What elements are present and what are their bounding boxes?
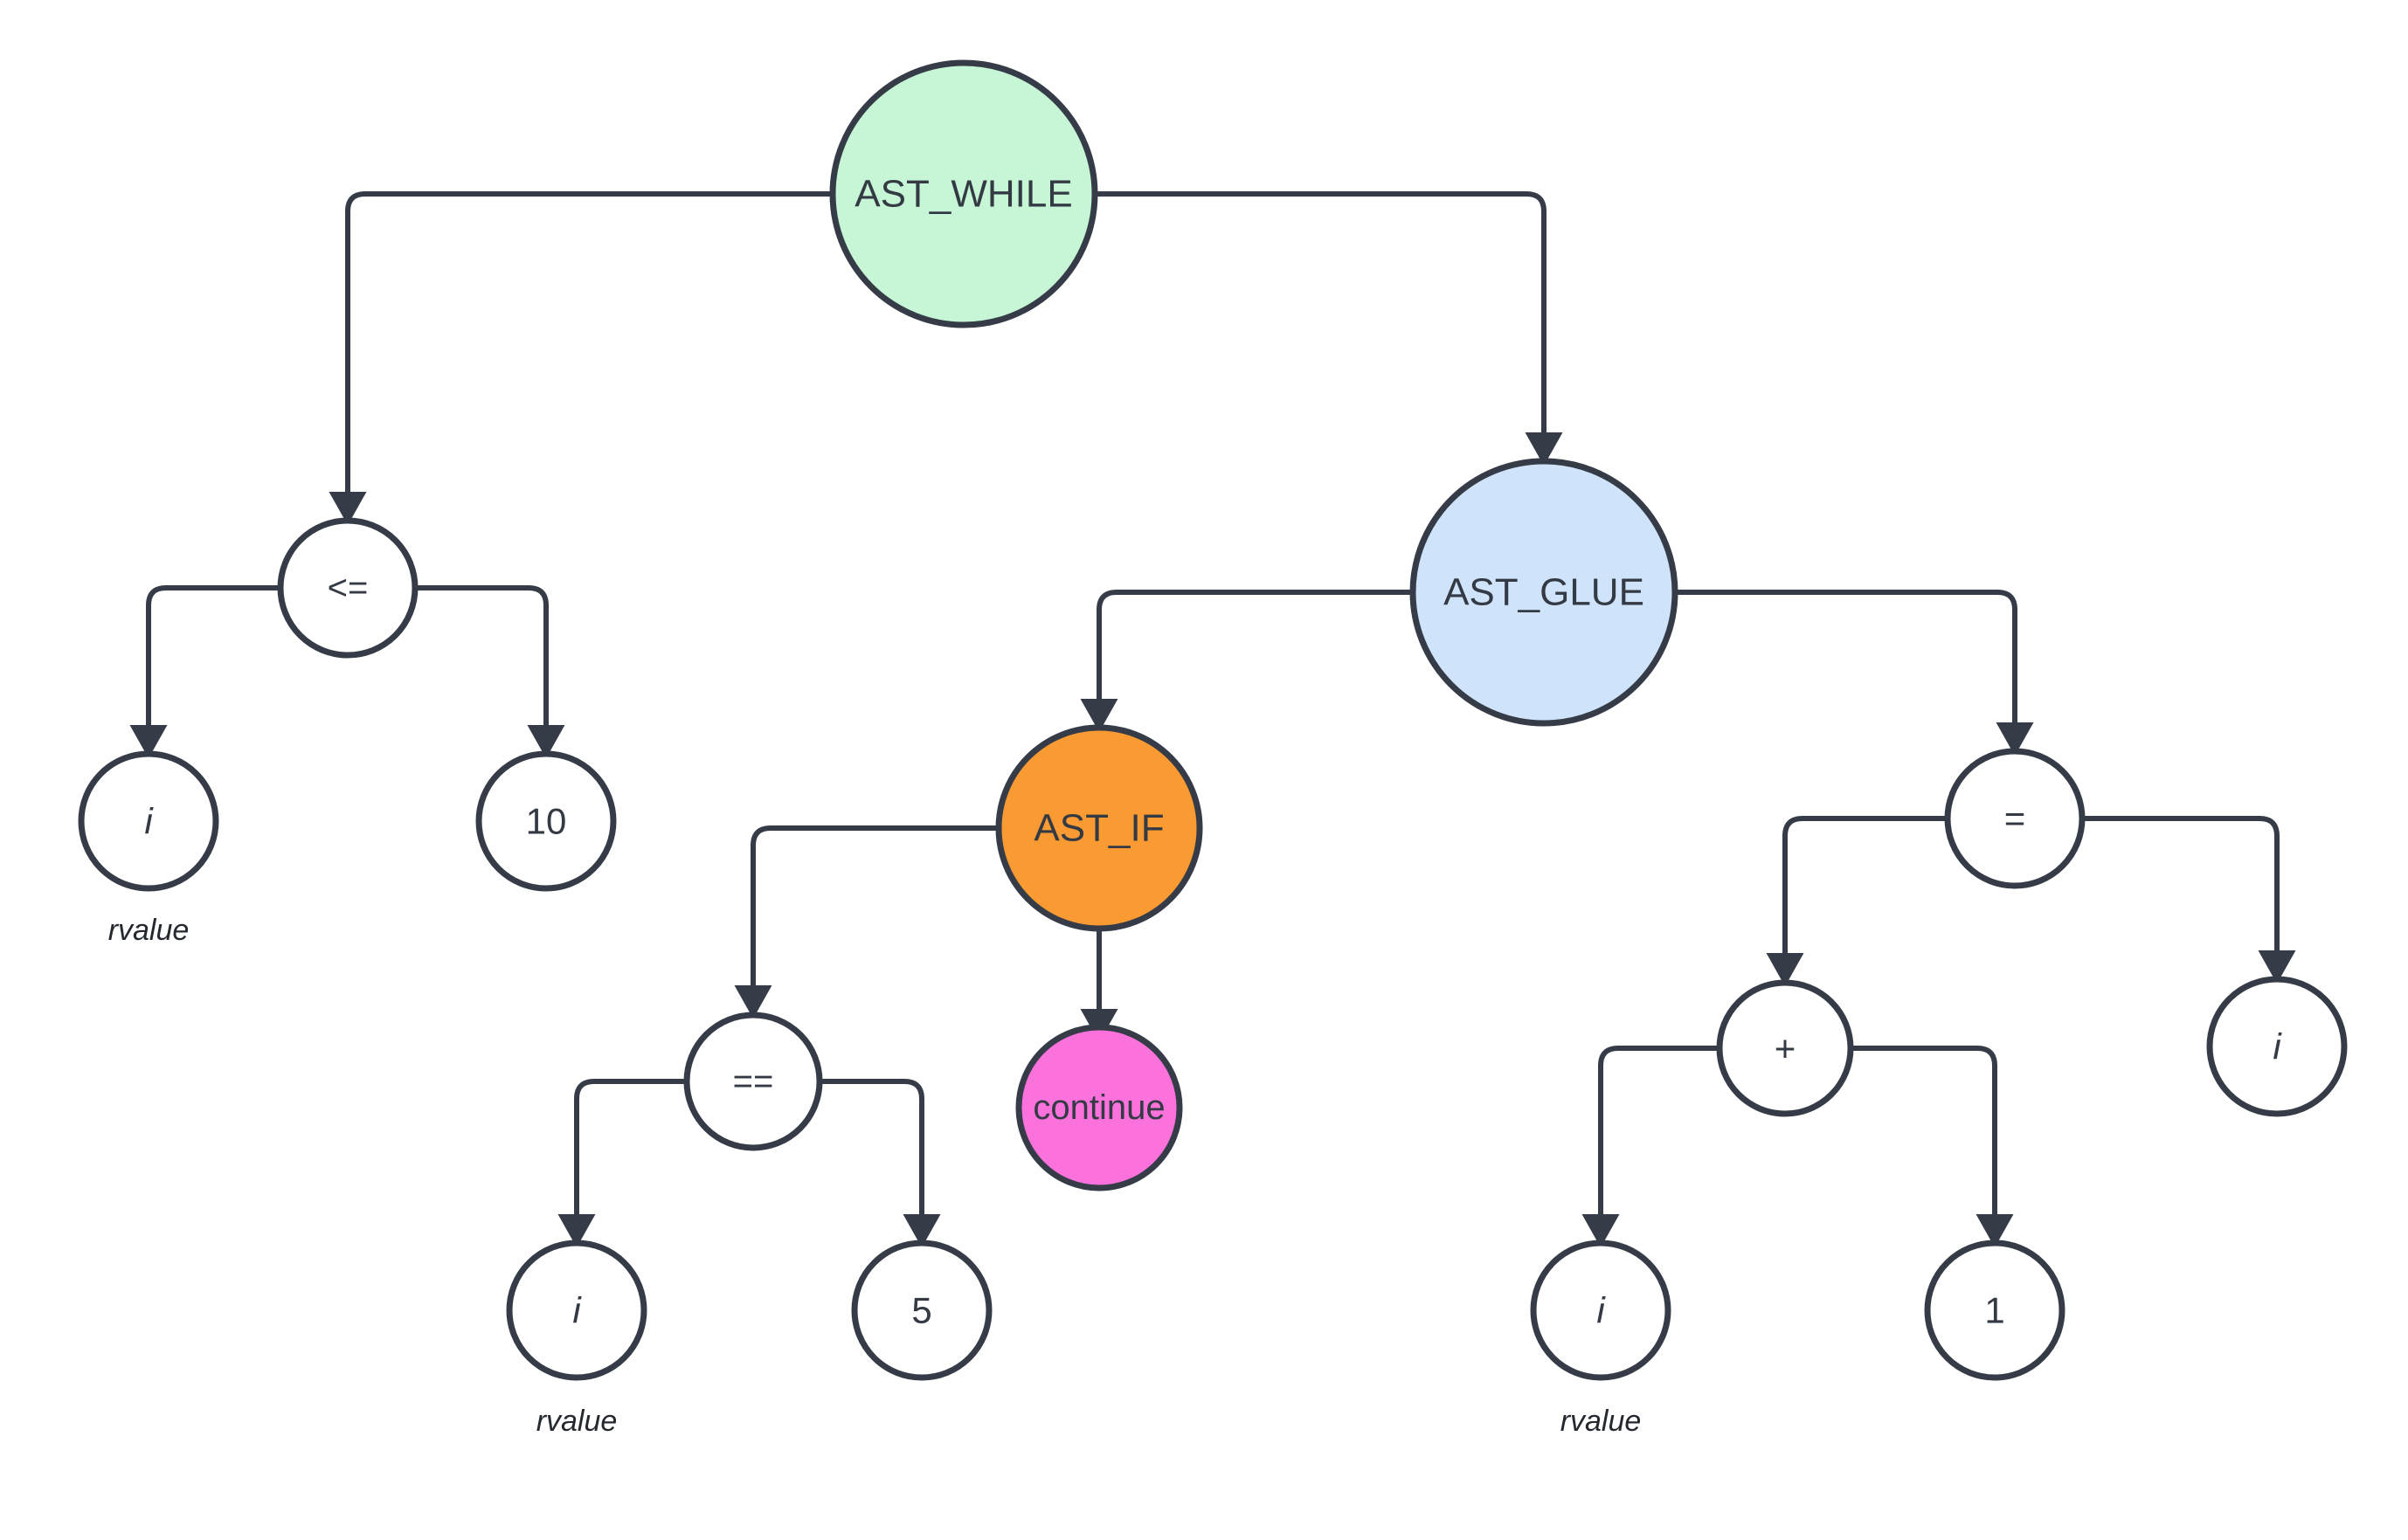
node-shape-while[interactable] [829,59,1098,328]
tree-edge-glue-assign [1675,590,2034,756]
node-shape-continue[interactable] [1015,1024,1183,1191]
tree-node-while[interactable]: AST_WHILE [829,59,1098,328]
tree-node-assign[interactable]: = [1944,748,2086,889]
tree-node-i_add[interactable]: i [1530,1240,1671,1381]
tree-node-five[interactable]: 5 [851,1240,993,1381]
tree-edge-if-eq [734,825,999,1019]
node-label-if: AST_IF [1034,807,1164,850]
node-label-le: <= [328,569,369,607]
node-label-five: 5 [911,1290,931,1331]
node-shape-one[interactable] [1924,1240,2065,1381]
node-shape-le[interactable] [277,517,419,659]
edges-layer [129,191,2296,1248]
annotation-rvalue-cond: rvalue [108,914,190,947]
tree-edge-glue-if [1080,590,1413,733]
node-shape-assign[interactable] [1944,748,2086,889]
tree-node-i_lhs[interactable]: i [2206,976,2348,1117]
annotation-rvalue-eq: rvalue [536,1405,618,1438]
annotations-layer: rvalue rvalue rvalue [108,914,1642,1438]
tree-edge-eq-i [557,1079,687,1248]
tree-node-if[interactable]: AST_IF [995,724,1203,932]
node-label-ten: 10 [526,801,567,842]
tree-edge-while-glue [1095,191,1563,466]
tree-node-ten[interactable]: 10 [475,750,617,892]
node-label-continue: continue [1033,1088,1165,1127]
node-label-eq: == [733,1062,774,1101]
node-shape-if[interactable] [995,724,1203,932]
node-label-i_lhs: i [2273,1026,2282,1067]
tree-edge-eq-five [820,1079,941,1248]
node-shape-five[interactable] [851,1240,993,1381]
tree-node-one[interactable]: 1 [1924,1240,2065,1381]
tree-node-le[interactable]: <= [277,517,419,659]
tree-node-plus[interactable]: + [1716,979,1854,1117]
tree-node-i_cond[interactable]: i [78,750,219,892]
node-shape-i_add[interactable] [1530,1240,1671,1381]
node-label-one: 1 [1984,1290,2004,1331]
tree-edge-while-le [329,191,833,526]
tree-node-continue[interactable]: continue [1015,1024,1183,1191]
node-label-assign: = [2004,798,2026,839]
node-label-i_eq: i [572,1290,582,1331]
tree-node-eq[interactable]: == [683,1012,823,1151]
tree-node-glue[interactable]: AST_GLUE [1409,458,1678,727]
node-shape-plus[interactable] [1716,979,1854,1117]
tree-edge-le-ten [415,585,565,759]
node-label-glue: AST_GLUE [1443,571,1644,614]
node-shape-i_cond[interactable] [78,750,219,892]
node-label-i_add: i [1596,1290,1606,1331]
tree-node-i_eq[interactable]: i [506,1240,647,1381]
node-label-plus: + [1775,1028,1796,1069]
node-shape-i_lhs[interactable] [2206,976,2348,1117]
tree-edge-plus-i [1581,1046,1720,1248]
node-shape-i_eq[interactable] [506,1240,647,1381]
tree-edge-le-i [129,585,280,759]
node-label-while: AST_WHILE [855,173,1072,216]
node-shape-ten[interactable] [475,750,617,892]
tree-edge-assign-plus [1766,816,1948,987]
node-shape-eq[interactable] [683,1012,823,1151]
annotation-rvalue-add: rvalue [1560,1405,1642,1438]
tree-edge-plus-one [1851,1046,2014,1248]
node-shape-glue[interactable] [1409,458,1678,727]
node-label-i_cond: i [144,801,154,842]
tree-edge-assign-i [2082,816,2296,984]
